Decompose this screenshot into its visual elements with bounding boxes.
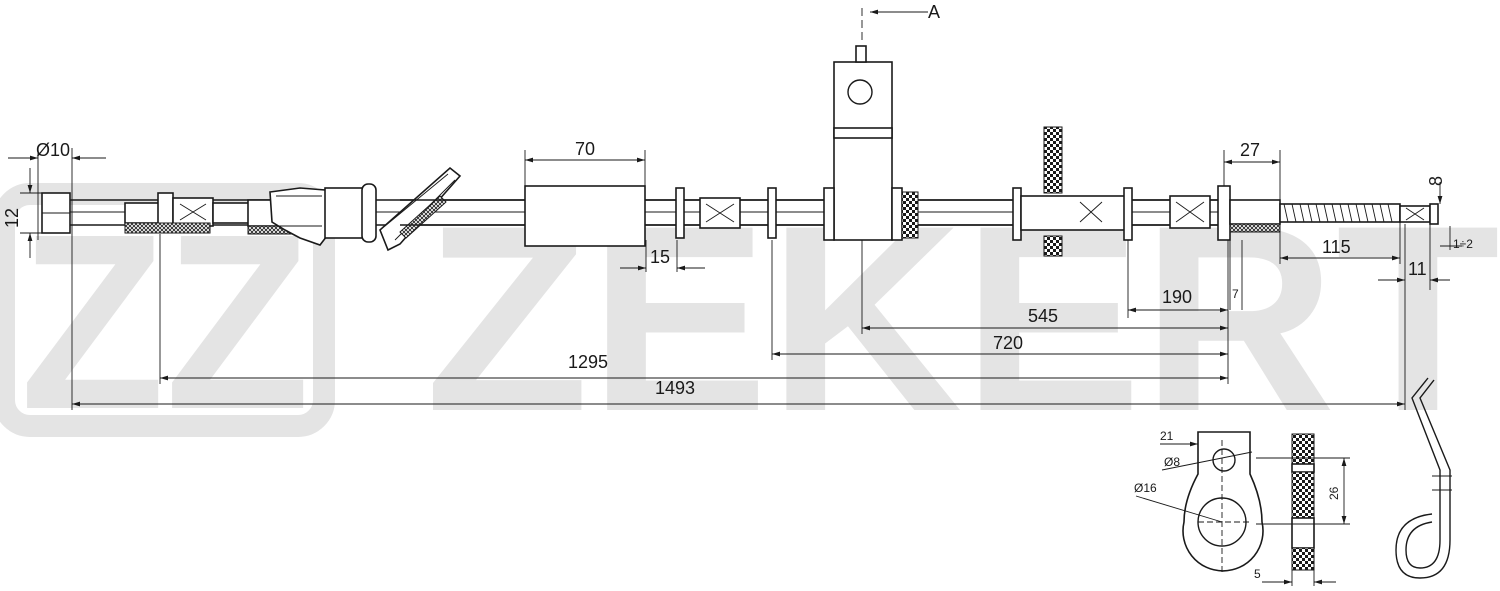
bracket-dim-26: 26 xyxy=(1327,486,1341,500)
dim-545: 545 xyxy=(1028,306,1058,326)
bracket-dim-5: 5 xyxy=(1254,567,1261,581)
dim-115: 115 xyxy=(1322,237,1351,257)
mounting-bracket xyxy=(833,61,893,241)
return-spring xyxy=(1279,203,1401,223)
dim-1-2: 1÷2 xyxy=(1453,237,1473,251)
bracket-detail: 21 Ø8 Ø16 26 5 xyxy=(1134,429,1350,586)
dim-27: 27 xyxy=(1240,140,1260,160)
dimension-lines: Ø10 12 70 15 27 8 1÷2 115 xyxy=(2,139,1473,410)
dim-190: 190 xyxy=(1162,287,1192,307)
dim-1493: 1493 xyxy=(655,378,695,398)
bracket-dim-21: 21 xyxy=(1160,429,1174,443)
dim-d10: Ø10 xyxy=(36,140,70,160)
view-a-indicator: A xyxy=(861,2,940,42)
dim-70: 70 xyxy=(575,139,595,159)
dim-7: 7 xyxy=(1232,287,1239,301)
dim-8: 8 xyxy=(1426,176,1446,186)
bracket-dim-d8: Ø8 xyxy=(1164,455,1180,469)
dim-11: 11 xyxy=(1408,259,1427,279)
dim-1295: 1295 xyxy=(568,352,608,372)
view-a-label: A xyxy=(928,2,940,22)
bracket-dim-d16: Ø16 xyxy=(1134,481,1157,495)
dim-720: 720 xyxy=(993,333,1023,353)
cable-end-hook xyxy=(1395,377,1452,579)
protective-sleeve xyxy=(524,185,646,247)
dim-12: 12 xyxy=(2,208,22,228)
cable-assembly xyxy=(41,45,1439,257)
dim-15: 15 xyxy=(650,247,670,267)
